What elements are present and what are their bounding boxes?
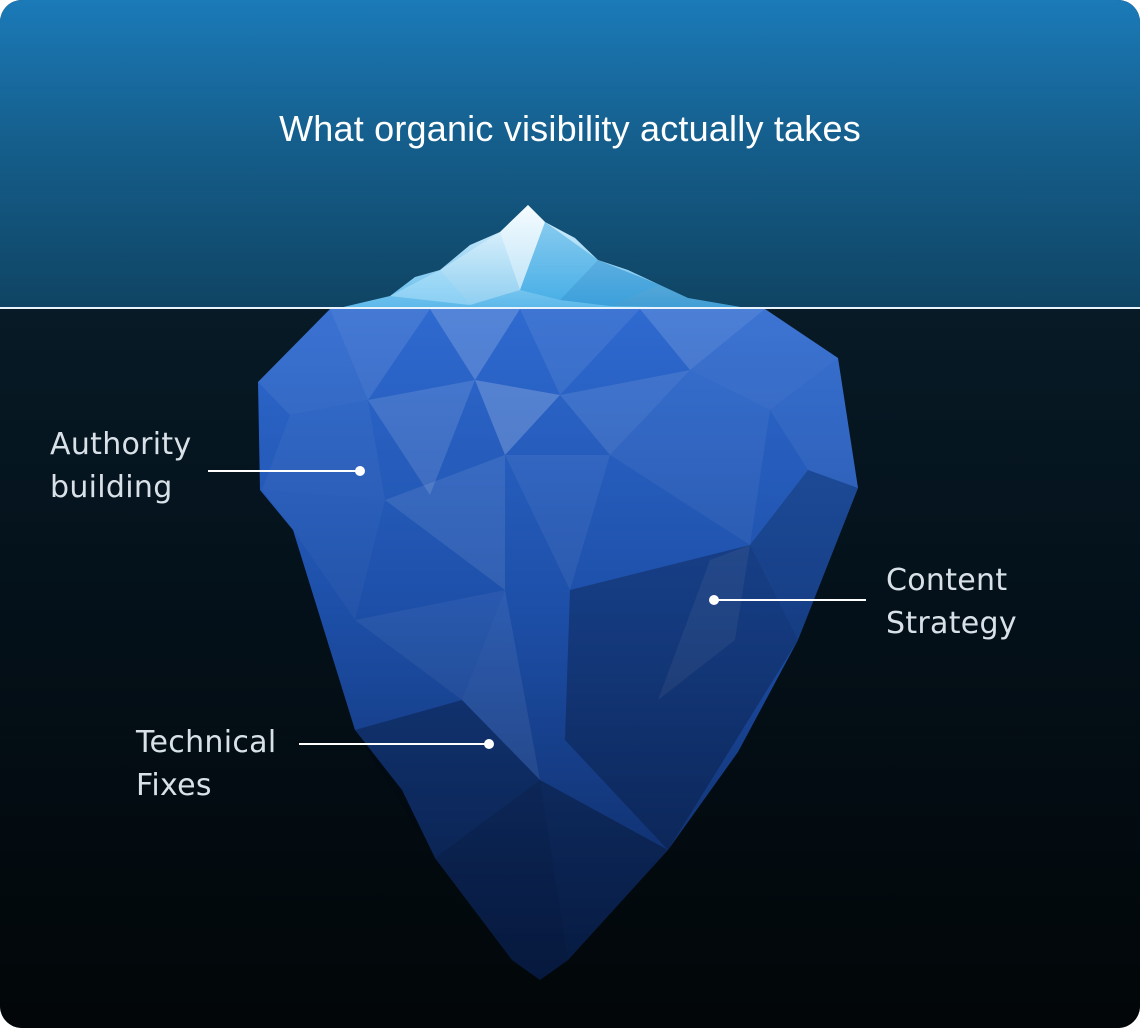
label-technical-line2: Fixes: [136, 768, 212, 803]
connector-dot-authority: [355, 466, 365, 476]
label-authority-line1: Authority: [50, 427, 192, 462]
label-technical-line1: Technical: [136, 725, 277, 760]
label-content-line1: Content: [886, 563, 1008, 598]
label-content-strategy: Content Strategy: [886, 559, 1017, 645]
iceberg-shadows: [355, 470, 858, 980]
label-authority-building: Authority building: [50, 423, 192, 509]
connector-dot-content: [709, 595, 719, 605]
connector-technical: [299, 743, 489, 745]
connector-authority: [208, 470, 360, 472]
iceberg-facets: [258, 309, 858, 780]
label-authority-line2: building: [50, 470, 173, 505]
connector-content: [714, 599, 866, 601]
page-title: What organic visibility actually takes: [279, 108, 861, 149]
label-technical-fixes: Technical Fixes: [136, 721, 276, 807]
label-content-line2: Strategy: [886, 606, 1017, 641]
waterline: [0, 307, 1140, 309]
iceberg-submerged: [258, 309, 858, 980]
iceberg-tip-facets: [390, 205, 752, 309]
connector-dot-technical: [484, 739, 494, 749]
